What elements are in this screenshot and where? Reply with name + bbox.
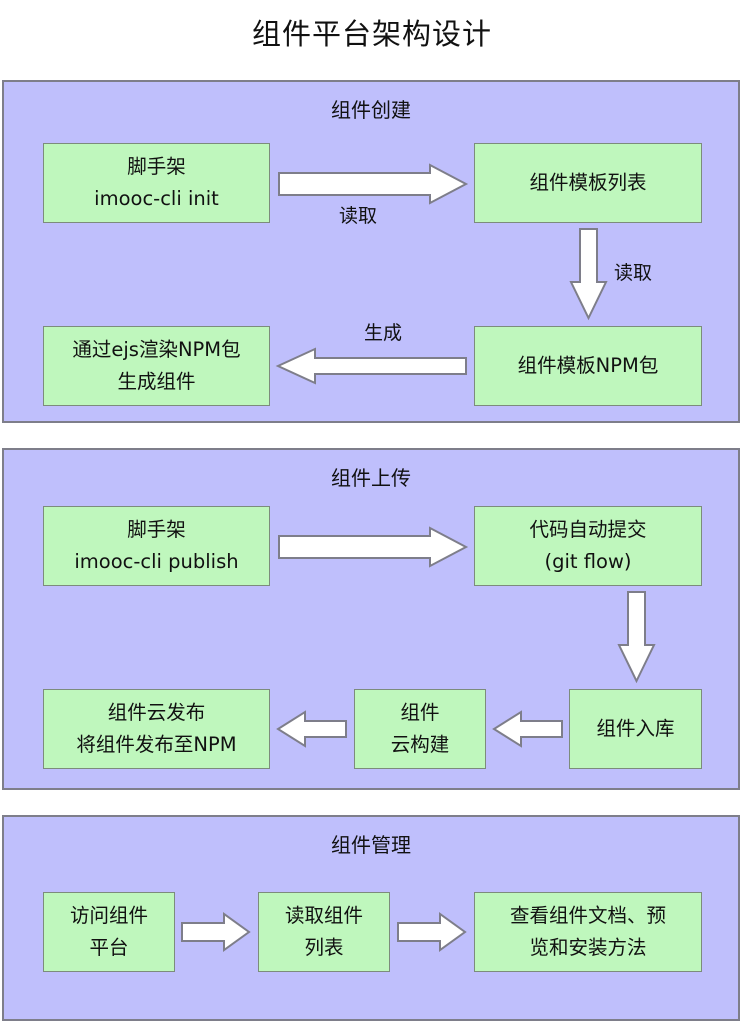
node-line: 生成组件 — [117, 370, 196, 393]
node-line: 查看组件文档、预 — [509, 904, 666, 927]
arrow-down-icon — [617, 591, 656, 684]
node-line: 组件 — [400, 701, 440, 724]
node-line: 访问组件 — [69, 904, 148, 927]
section-title: 组件管理 — [331, 833, 411, 857]
node-line: 组件模板NPM包 — [517, 354, 659, 377]
node-line: 云构建 — [390, 733, 450, 756]
node-line: 脚手架 — [127, 518, 186, 541]
node-auto-commit: 代码自动提交 (git flow) — [474, 506, 702, 586]
arrow-left-icon — [275, 347, 467, 385]
node-scaffold-init: 脚手架 imooc-cli init — [43, 143, 270, 223]
arrow-left-icon — [492, 710, 563, 748]
node-line: 将组件发布至NPM — [76, 733, 237, 756]
arrow-right-icon — [397, 912, 467, 952]
node-line: 代码自动提交 — [529, 518, 647, 541]
node-component-storage: 组件入库 — [569, 689, 702, 769]
node-cloud-publish: 组件云发布 将组件发布至NPM — [43, 689, 270, 769]
node-line: imooc-cli publish — [74, 550, 239, 573]
node-line: 组件云发布 — [107, 701, 206, 724]
arrow-right-icon — [181, 912, 251, 952]
node-line: imooc-cli init — [94, 187, 219, 210]
edge-label-read: 读取 — [339, 205, 378, 227]
node-line: 通过ejs渲染NPM包 — [72, 338, 241, 361]
diagram-title: 组件平台架构设计 — [251, 17, 492, 51]
node-view-docs: 查看组件文档、预 览和安装方法 — [474, 892, 702, 972]
node-line: 列表 — [304, 936, 344, 959]
arrow-right-icon — [278, 163, 469, 205]
node-visit-platform: 访问组件 平台 — [43, 892, 175, 972]
edge-label-generate: 生成 — [364, 322, 403, 344]
arrow-right-icon — [278, 526, 469, 568]
node-line: 览和安装方法 — [529, 936, 647, 959]
node-line: (git flow) — [544, 550, 632, 573]
section-title: 组件上传 — [331, 466, 411, 490]
node-line: 脚手架 — [127, 155, 186, 178]
section-title: 组件创建 — [331, 98, 411, 122]
node-cloud-build: 组件 云构建 — [354, 689, 486, 769]
node-template-list: 组件模板列表 — [474, 143, 702, 223]
node-line: 组件模板列表 — [529, 171, 647, 194]
node-line: 平台 — [89, 936, 129, 959]
node-line: 读取组件 — [284, 904, 363, 927]
arrow-left-icon — [276, 710, 347, 748]
node-ejs-render: 通过ejs渲染NPM包 生成组件 — [43, 326, 270, 406]
arrow-down-icon — [569, 228, 608, 321]
edge-label-read: 读取 — [614, 262, 653, 284]
node-line: 组件入库 — [596, 717, 675, 740]
node-template-npm-package: 组件模板NPM包 — [474, 326, 702, 406]
node-read-list: 读取组件 列表 — [258, 892, 390, 972]
node-scaffold-publish: 脚手架 imooc-cli publish — [43, 506, 270, 586]
